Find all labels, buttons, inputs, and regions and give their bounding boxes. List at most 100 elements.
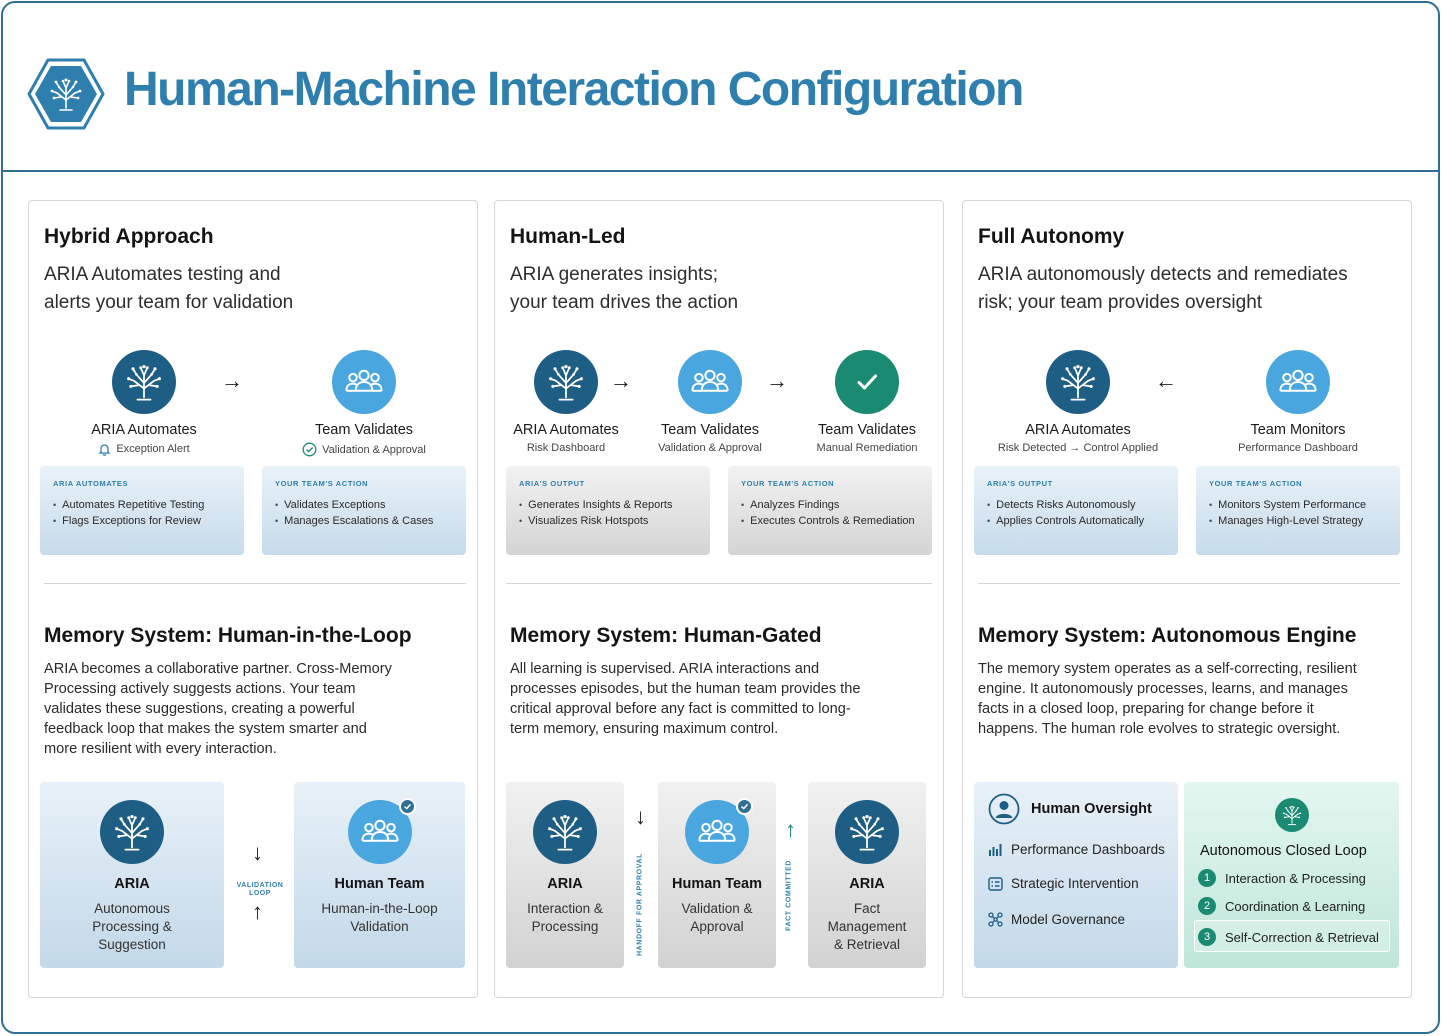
info-box-team-action: YOUR TEAM'S ACTION Analyzes Findings Exe… <box>728 466 932 555</box>
node-label: ARIA Automates <box>91 422 197 438</box>
card-description: Fact Management & Retrieval <box>808 900 926 954</box>
card-description: Interaction & Processing <box>506 900 624 936</box>
oversight-item: Performance Dashboards <box>988 842 1165 857</box>
card-description-line: Validation & <box>681 901 753 916</box>
memory-title: Memory System: Human-in-the-Loop <box>44 624 412 647</box>
panel-subtitle-line: ARIA autonomously detects and remediates <box>978 264 1348 285</box>
oversight-item: Model Governance <box>988 912 1125 927</box>
loop-item-label: Self-Correction & Retrieval <box>1225 929 1379 945</box>
network-icon <box>988 912 1003 927</box>
node-team-monitors: Team Monitors Performance Dashboard <box>1203 350 1393 454</box>
node-sublabel: Risk Detected → Control Applied <box>997 442 1159 454</box>
memory-card-human-team: Human Team Validation & Approval <box>658 782 776 968</box>
box-item: Executes Controls & Remediation <box>741 513 920 529</box>
memory-title: Memory System: Human-Gated <box>510 624 822 647</box>
card-description-line: Validation <box>350 919 409 934</box>
panel-subtitle: ARIA autonomously detects and remediates… <box>978 261 1348 317</box>
card-description-line: Processing <box>531 919 599 934</box>
box-item: Validates Exceptions <box>275 497 454 513</box>
node-label: Team Validates <box>660 422 760 438</box>
oversight-title: Human Oversight <box>1031 801 1152 817</box>
check-badge-icon <box>398 798 416 815</box>
checklist-icon <box>988 876 1003 891</box>
memory-description-line: Processing actively suggests actions. Yo… <box>44 681 356 697</box>
memory-title: Memory System: Autonomous Engine <box>978 624 1357 647</box>
card-name: Human Team <box>672 876 762 892</box>
memory-card-aria: ARIA Autonomous Processing & Suggestion <box>40 782 224 968</box>
loop-item-label: Interaction & Processing <box>1225 870 1366 886</box>
memory-description-line: validates these suggestions, creating a … <box>44 701 355 717</box>
page-title: Human-Machine Interaction Configuration <box>124 63 1024 116</box>
memory-card-aria-fact: ARIA Fact Management & Retrieval <box>808 782 926 968</box>
node-label: ARIA Automates <box>1025 422 1131 438</box>
people-icon <box>1266 350 1330 414</box>
card-description-line: Human-in-the-Loop <box>321 901 438 916</box>
flow-arrow-right: → <box>766 368 788 393</box>
memory-description-line: ARIA becomes a collaborative partner. Cr… <box>44 661 392 677</box>
box-item: Manages High-Level Strategy <box>1209 513 1388 529</box>
box-item: Generates Insights & Reports <box>519 497 698 513</box>
node-sublabel: Performance Dashboard <box>1238 442 1358 454</box>
node-sublabel: Exception Alert <box>49 442 239 456</box>
memory-card-aria-processing: ARIA Interaction & Processing <box>506 782 624 968</box>
loop-title: Autonomous Closed Loop <box>1200 843 1367 859</box>
people-icon <box>678 350 742 414</box>
node-sub-text: Validation & Approval <box>322 443 426 456</box>
card-description-line: Interaction & <box>527 901 603 916</box>
card-name: ARIA <box>849 876 885 892</box>
memory-description-line: term memory, ensuring maximum control. <box>510 721 779 737</box>
node-label: Team Validates <box>817 422 917 438</box>
check-badge-icon <box>736 798 753 815</box>
oversight-header: Human Oversight <box>988 793 1152 825</box>
panel-subtitle: ARIA Automates testing and alerts your t… <box>44 261 293 317</box>
memory-description: The memory system operates as a self-cor… <box>978 659 1357 739</box>
memory-description-line: facts in a closed loop, preparing for ch… <box>978 701 1314 717</box>
tree-icon <box>835 800 899 864</box>
box-item: Flags Exceptions for Review <box>53 513 232 529</box>
box-item: Analyzes Findings <box>741 497 920 513</box>
card-description-line: & Retrieval <box>833 937 901 952</box>
memory-description-line: feedback loop that makes the system smar… <box>44 721 367 737</box>
human-oversight-card: Human Oversight Performance Dashboards S… <box>974 782 1178 968</box>
check-circle-icon <box>302 442 317 457</box>
memory-description-line: processes episodes, but the human team p… <box>510 681 861 697</box>
info-box-aria-output: ARIA'S OUTPUT Detects Risks Autonomously… <box>974 466 1178 555</box>
checkmark-icon <box>835 350 899 414</box>
node-team-validates: Team Validates Validation & Approval <box>269 350 459 457</box>
panel-hybrid-approach: Hybrid Approach ARIA Automates testing a… <box>28 200 478 998</box>
node-label: Team Monitors <box>1250 422 1346 438</box>
user-circle-icon <box>988 793 1020 825</box>
bell-icon <box>98 444 111 456</box>
validation-loop-label: VALIDATION LOOP <box>229 882 291 898</box>
node-aria-automates: ARIA Automates Risk Detected → Control A… <box>983 350 1173 454</box>
flow-arrow-left: ← <box>1155 368 1177 393</box>
tree-icon <box>112 350 176 414</box>
loop-item: 3 Self-Correction & Retrieval <box>1198 928 1379 946</box>
people-icon <box>685 798 753 864</box>
box-heading: ARIA AUTOMATES <box>53 479 129 488</box>
node-sublabel: Validation & Approval <box>269 442 459 457</box>
oversight-item-label: Model Governance <box>1011 912 1126 927</box>
box-heading: YOUR TEAM'S ACTION <box>1209 479 1303 488</box>
node-team-remediation: Team Validates Manual Remediation <box>772 350 962 454</box>
info-box-team-action: YOUR TEAM'S ACTION Validates Exceptions … <box>262 466 466 555</box>
box-heading: ARIA'S OUTPUT <box>987 479 1053 488</box>
memory-description-line: engine. It autonomously processes, learn… <box>978 681 1348 697</box>
card-description-line: Autonomous <box>94 901 170 916</box>
flow-arrow-right: → <box>610 368 632 393</box>
memory-description: ARIA becomes a collaborative partner. Cr… <box>44 659 392 759</box>
box-heading: YOUR TEAM'S ACTION <box>275 479 369 488</box>
card-description: Autonomous Processing & Suggestion <box>40 900 224 954</box>
box-item: Monitors System Performance <box>1209 497 1388 513</box>
tree-icon <box>1046 350 1110 414</box>
box-item: Visualizes Risk Hotspots <box>519 513 698 529</box>
box-item: Applies Controls Automatically <box>987 513 1166 529</box>
memory-description-line: critical approval before any fact is com… <box>510 701 851 717</box>
node-aria-automates: ARIA Automates Exception Alert <box>49 350 239 456</box>
panel-subtitle-line: risk; your team provides oversight <box>978 292 1263 313</box>
section-divider <box>978 583 1400 584</box>
panel-subtitle: ARIA generates insights; your team drive… <box>510 261 738 317</box>
oversight-item: Strategic Intervention <box>988 876 1139 891</box>
loop-item-label: Coordination & Learning <box>1225 898 1366 914</box>
loop-item: 1 Interaction & Processing <box>1198 869 1366 887</box>
